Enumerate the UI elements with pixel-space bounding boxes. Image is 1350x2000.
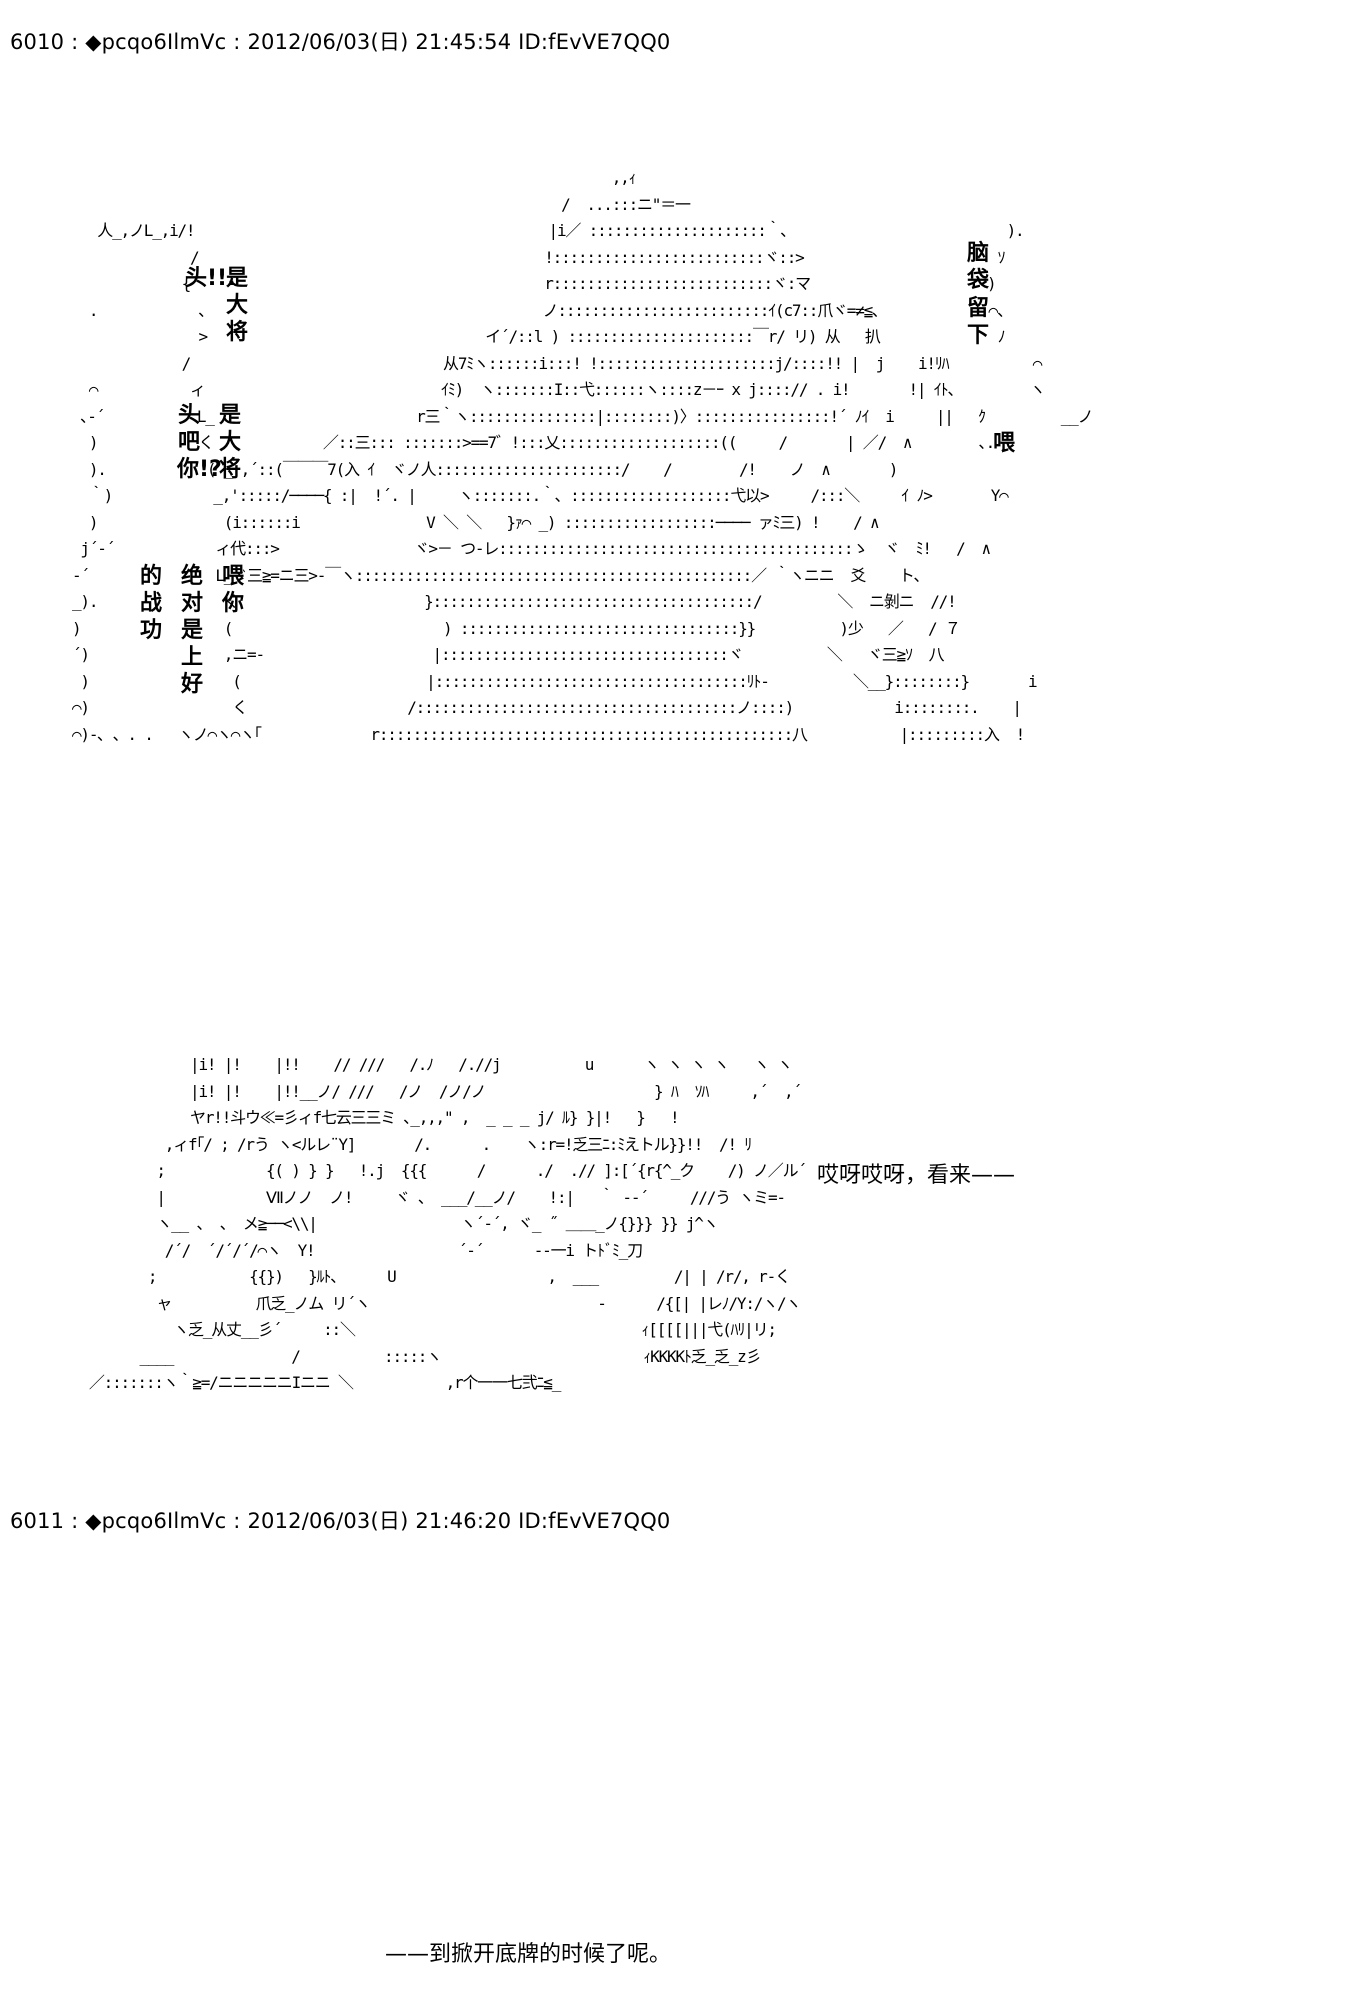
ascii-art-scene-1-line: ) ( ) :::::::::::::::::::::::::::::::::}… (72, 618, 961, 638)
ascii-art-scene-1-line: > イ´/::l ) ::::::::::::::::::::::￣r/ リ) … (198, 327, 1005, 346)
ascii-art-scene-1: ,,ｨ / ...:::ニ"＝一 人_,ノL_,i/! |i／ ::::::::… (72, 165, 1094, 748)
ascii-art-scene-2-line: ,ィf｢/ ; /rう ヽ<ルレ¨Y] /. . ヽ:r=!乏三ﾆ:ﾐえトル}}… (164, 1134, 753, 1154)
vertical-text-col3: 头吧你!? (177, 403, 222, 482)
vertical-text-col5: 的战功 (139, 564, 162, 643)
ascii-art-scene-2-line: /´/ ´/´/´/⌒ヽ Y! ´-´ ‐‐一i トﾄﾞﾐ_刀 (164, 1240, 643, 1260)
ascii-art-scene-1-line: ,,ｨ (611, 168, 637, 187)
speech-line-bottom: ——到掀开底牌的时候了呢。 (385, 1942, 672, 1967)
ascii-art-scene-1-line: { r::::::::::::::::::::::::::ヾ:マ ) (181, 274, 997, 293)
ascii-art-scene-2-line: ヽ__ 、 、 メ≧──<\\| ヽ´-´, ヾ_ ˝ ＿＿_ノ{}}} }} … (156, 1214, 718, 1233)
ascii-art-scene-1-line: ) く ／::三::: :::::::>==7゛!:::乂:::::::::::… (88, 433, 995, 452)
vertical-text-col4: 是大将 (218, 403, 241, 482)
ascii-art-scene-1-line: ) ( |:::::::::::::::::::::::::::::::::::… (80, 671, 1037, 691)
ascii-art-scene-1-line: ´) ,ニ=- |:::::::::::::::::::::::::::::::… (72, 645, 945, 664)
ascii-art-scene-2-line: |i! |! |!!__ノ/ /// /ノ /ノ/ノ } ﾊ ｿﾊ ,´ ,´ (190, 1081, 802, 1101)
vertical-text-col6: 绝对是 (180, 564, 203, 643)
vertical-text-col7: 喂你 (221, 564, 244, 616)
ascii-art-scene-1-line: / 从7ﾐヽ::::::i:::! !:::::::::::::::::::::… (181, 353, 1043, 373)
speech-line-right: 哎呀哎呀，看来—— (817, 1163, 1016, 1188)
ascii-art-scene-2-line: | Ⅶノノ ノ! ヾ 、 ___/__ノ/ !:| ｀ ‐‐´ ///う ヽミ=… (156, 1187, 786, 1207)
ascii-art-scene-1-line: ⌒)-､ 、. . ヽノ⌒ヽ⌒ヽ｢ r:::::::::::::::::::::… (72, 724, 1025, 744)
ascii-art-scene-1-line: / ...:::ニ"＝一 (561, 194, 691, 214)
post-header-6010: 6010 : ◆pcqo6IlmVc : 2012/06/03(日) 21:45… (10, 30, 671, 54)
vertical-text-right2: 留下 (966, 296, 989, 348)
ascii-art-scene-2-line: ____ / :::::ヽ ｨKKKKﾄ乏_乏_z彡 (139, 1346, 761, 1366)
ascii-art-scene-1-line: ). ( _ ,´::(￣￣￣7(入 ｲ ヾノ人::::::::::::::::… (88, 459, 898, 479)
ascii-art-scene-1-line: j´-´ ィ代:::> ヾ>－ つ-レ:::::::::::::::::::::… (80, 539, 991, 558)
ascii-art-scene-1-line: -´ L_ヾ三≧=ニ三>-￣ヽ:::::::::::::::::::::::::… (72, 565, 929, 585)
vertical-text-col8: 上好 (180, 645, 203, 697)
ascii-art-scene-1-line: 人_,ノL_,i/! |i／ :::::::::::::::::::::｀､ )… (97, 221, 1024, 240)
ascii-art-scene-2-line: |i! |! |!! // /// /.ﾉ /.//j u ヽ ヽ ヽ ヽ ヽ … (190, 1055, 793, 1074)
ascii-art-scene-1-line: ､-´ L_ r三｀ヽ:::::::::::::::|::::::::)〉:::… (80, 406, 1093, 426)
ascii-art-scene-1-line: . ､ ノ:::::::::::::::::::::::::ｲ(c7::爪ヾ=≠… (88, 300, 1013, 320)
ascii-art-scene-1-line: _). く }:::::::::::::::::::::::::::::::::… (72, 592, 957, 611)
ascii-art-scene-2-line: ヤr!!斗ウ≪=彡ィf七云三三ミ ､_,,," , _ _ _ j/ ﾙ} }|… (190, 1108, 680, 1127)
ascii-art-scene-2-line: ; {{}) }ﾙﾄ、 U , ___ /| | /r/, r-く (147, 1267, 791, 1286)
ascii-art-scene-1-line: ⌒ ィ ｲﾐ) ヽ:::::::I::弋::::::ヽ::::z－ｰ x j::… (88, 380, 1046, 399)
ascii-art-scene-2-line: ／:::::::ヽ｀≧=/ニニニニニIニニ ＼ ,r个一一七弐ﾆ≦_ (72, 1373, 561, 1392)
ascii-art-scene-1-line: ) (i::::::i V ＼ ＼ }ｧ⌒ _) :::::::::::::::… (88, 512, 880, 532)
post-header-6011: 6011 : ◆pcqo6IlmVc : 2012/06/03(日) 21:46… (10, 1509, 671, 1533)
vertical-text-col1: 头!!. (185, 266, 236, 291)
vertical-text-right3: 喂 (992, 431, 1015, 456)
ascii-art-scene-1-line: ⌒) く /::::::::::::::::::::::::::::::::::… (72, 698, 1022, 717)
vertical-text-col2: 是大将 (225, 266, 248, 345)
ascii-art-scene-1-line: / !:::::::::::::::::::::::::ヾ::> ｿ (190, 247, 1006, 267)
ascii-art-scene-2-line: ヽ乏_从丈__彡´ ::＼ ｨ[[[[|||弋(ﾊﾘ|リ; (173, 1320, 777, 1339)
ascii-art-scene-2: |i! |! |!! // /// /.ﾉ /.//j u ヽ ヽ ヽ ヽ ヽ … (72, 1052, 807, 1397)
ascii-art-scene-2-line: ; {( ) } } !.j {{{ / ./ .// ]:[´{r{^_ク /… (156, 1161, 807, 1180)
ascii-art-scene-1-line: ｀) _,':::::/────{ :| !´. | ヽ:::::::.｀､ :… (88, 486, 1009, 505)
ascii-art-scene-2-line: ャ 爪乏_ノム リ´ヽ ‐ /{[| |レﾉ/Y:/ヽ/ヽ (156, 1293, 801, 1313)
vertical-text-right1: 脑袋 (966, 241, 989, 293)
